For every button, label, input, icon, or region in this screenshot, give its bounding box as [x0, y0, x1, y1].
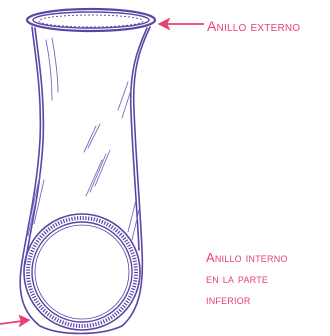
inner-ring [23, 213, 141, 331]
inner-ring-arrow [0, 314, 31, 328]
sheath-shading [27, 37, 140, 241]
inner-ring-label: Anillo interno en la parte inferior [206, 247, 326, 310]
inner-ring-label-line-1: Anillo interno [206, 250, 288, 265]
outer-ring-label: Anillo externo [207, 18, 301, 34]
outer-ring-arrow [157, 17, 204, 31]
inner-ring-label-line-3: inferior [206, 292, 251, 307]
inner-ring-label-line-2: en la parte [206, 271, 269, 286]
outer-ring [25, 7, 157, 33]
sheath-outline [19, 26, 151, 335]
